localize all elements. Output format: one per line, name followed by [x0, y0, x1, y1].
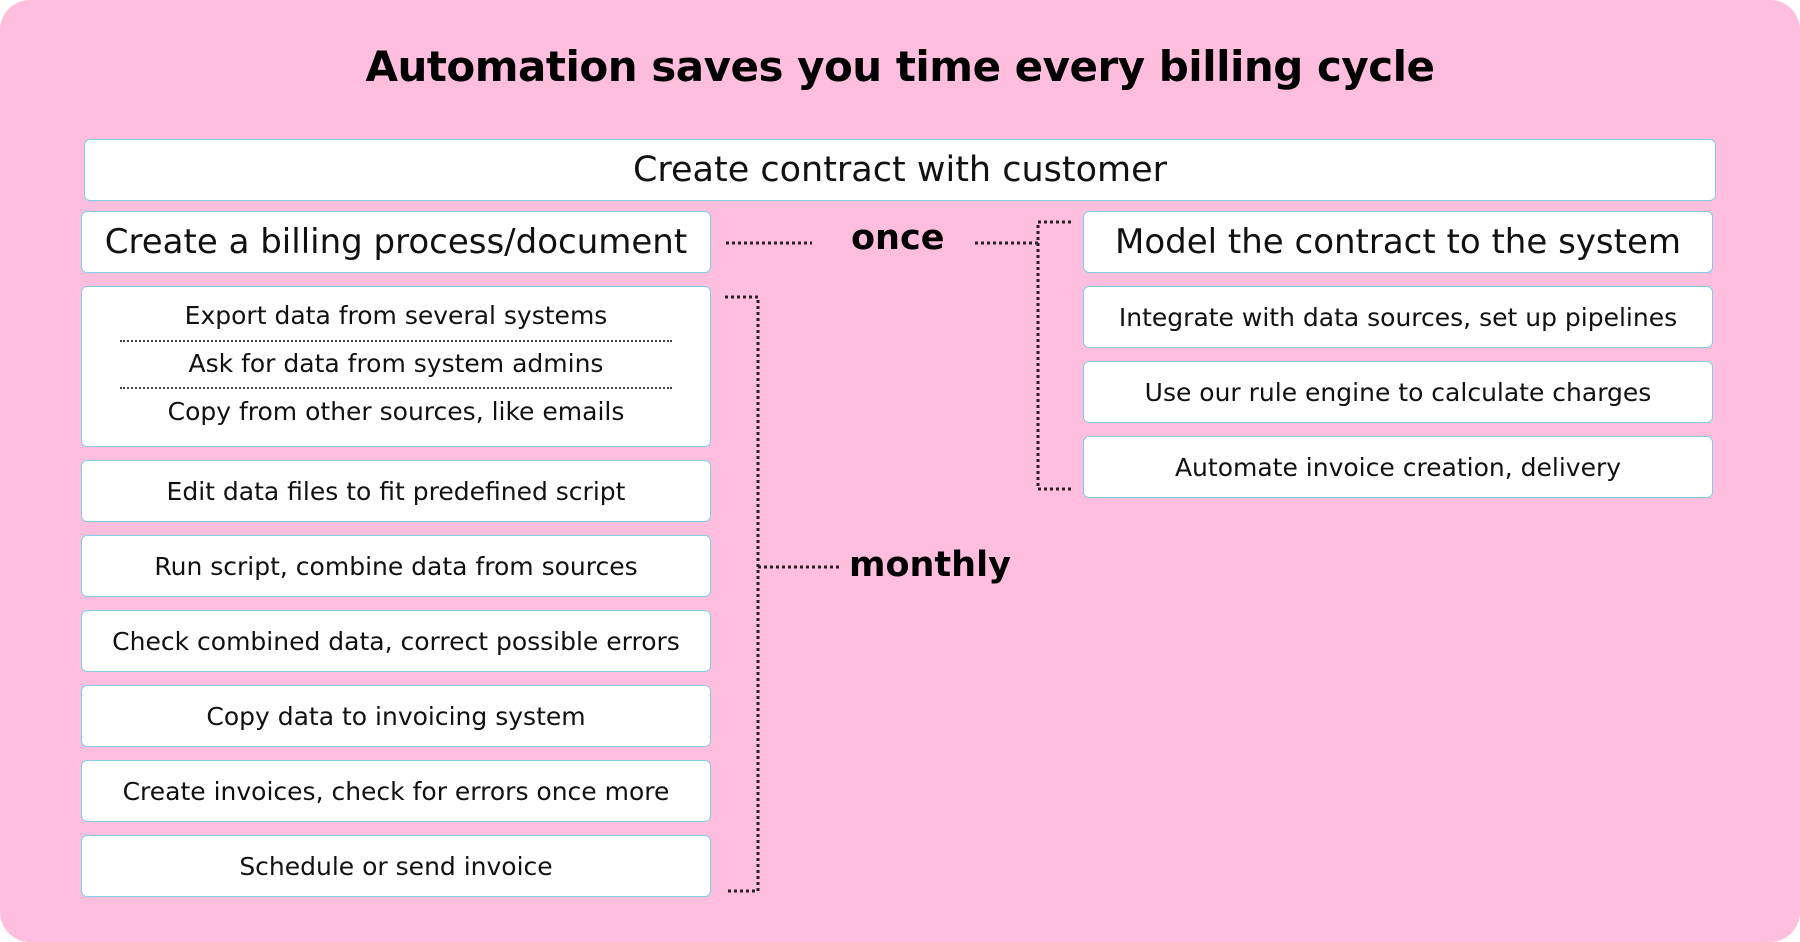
- automated-step-box: Automate invoice creation, delivery: [1083, 436, 1713, 498]
- dotted-separator: [120, 340, 672, 342]
- manual-step-box: Schedule or send invoice: [81, 835, 711, 897]
- left-bracket: [725, 295, 760, 893]
- model-contract-box: Model the contract to the system: [1083, 211, 1713, 273]
- data-collection-box: Export data from several systems Ask for…: [81, 286, 711, 447]
- stack-item: Copy from other sources, like emails: [167, 397, 625, 426]
- right-bracket: [1036, 220, 1071, 491]
- stack-item: Export data from several systems: [184, 301, 608, 330]
- diagram-title: Automation saves you time every billing …: [365, 42, 1435, 91]
- manual-step-box: Copy data to invoicing system: [81, 685, 711, 747]
- monthly-label: monthly: [849, 545, 1011, 585]
- manual-step-box: Create invoices, check for errors once m…: [81, 760, 711, 822]
- billing-process-box: Create a billing process/document: [81, 211, 711, 273]
- automated-step-box: Integrate with data sources, set up pipe…: [1083, 286, 1713, 348]
- manual-step-box: Edit data files to fit predefined script: [81, 460, 711, 522]
- stack-item: Ask for data from system admins: [188, 349, 604, 378]
- dotted-separator: [120, 387, 672, 389]
- contract-box: Create contract with customer: [84, 139, 1716, 201]
- manual-step-box: Run script, combine data from sources: [81, 535, 711, 597]
- once-label: once: [851, 218, 945, 258]
- automated-step-box: Use our rule engine to calculate charges: [1083, 361, 1713, 423]
- manual-step-box: Check combined data, correct possible er…: [81, 610, 711, 672]
